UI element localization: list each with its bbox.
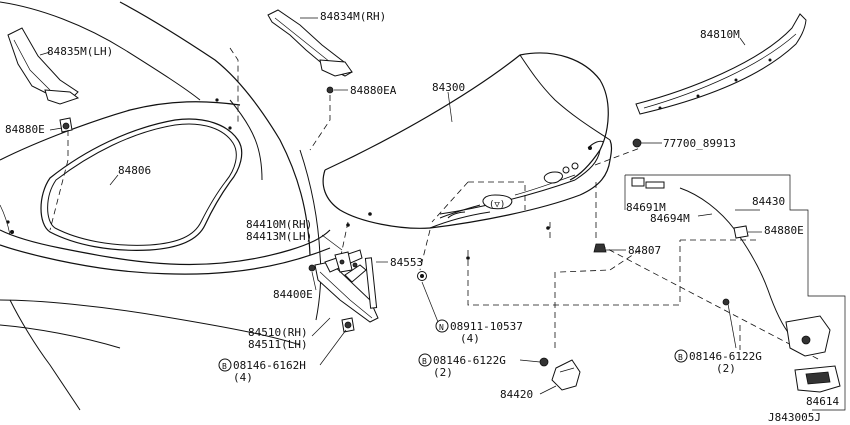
callout-finisher: 84810M — [700, 28, 746, 46]
bumper-and-nut-parts — [417, 243, 607, 281]
svg-text:(4): (4) — [233, 371, 253, 384]
callout-lock-group: 84430 — [752, 195, 785, 208]
trunk-lid-panel: (▽) — [322, 52, 613, 260]
svg-text:(2): (2) — [716, 362, 736, 375]
svg-text:08911-10537: 08911-10537 — [450, 320, 523, 333]
callout-hinge: 84410M(RH) 84413M(LH) — [246, 218, 343, 251]
svg-text:84420: 84420 — [500, 388, 533, 401]
svg-text:84614: 84614 — [806, 395, 839, 408]
callout-lid-panel: 84300 — [432, 81, 465, 123]
trunk-hinge-assembly — [308, 249, 379, 333]
group-bracket-84430 — [624, 174, 846, 411]
striker — [539, 357, 581, 391]
callout-lock: 84614 — [806, 395, 839, 408]
car-body-outline — [0, 1, 331, 411]
svg-text:84880EA: 84880EA — [350, 84, 397, 97]
svg-text:84400E: 84400E — [273, 288, 313, 301]
svg-text:84694M: 84694M — [650, 212, 690, 225]
callout-rod: 84694M — [650, 212, 713, 225]
lock-and-cable — [631, 177, 841, 393]
svg-text:(4): (4) — [460, 332, 480, 345]
svg-text:84810M: 84810M — [700, 28, 740, 41]
svg-text:08146-6162H: 08146-6162H — [233, 359, 306, 372]
svg-text:84410M(RH): 84410M(RH) — [246, 218, 312, 231]
svg-text:84553: 84553 — [390, 256, 423, 269]
svg-text:84880E: 84880E — [764, 224, 804, 237]
svg-text:08146-6122G: 08146-6122G — [689, 350, 762, 363]
svg-text:84510(RH): 84510(RH) — [248, 326, 308, 339]
svg-text:84511(LH): 84511(LH) — [248, 338, 308, 351]
svg-text:84880E: 84880E — [5, 123, 45, 136]
svg-text:84834M(RH): 84834M(RH) — [320, 10, 386, 23]
svg-text:84300: 84300 — [432, 81, 465, 94]
trunk-finisher — [635, 13, 807, 115]
callout-nut: N 08911-10537 (4) — [421, 281, 523, 345]
weatherstrip-rh — [267, 9, 353, 94]
callout-weatherstrip-rh: 84834M(RH) — [300, 10, 386, 23]
callout-hinge-arm: 84510(RH) 84511(LH) — [248, 317, 331, 351]
callout-key-cylinder: 84691M — [626, 201, 666, 214]
svg-text:N: N — [439, 323, 444, 332]
svg-text:(2): (2) — [433, 366, 453, 379]
svg-text:B: B — [422, 357, 427, 366]
svg-text:84691M: 84691M — [626, 201, 666, 214]
callout-bumper-cable: 84880E — [748, 224, 804, 237]
svg-text:77700_89913: 77700_89913 — [663, 137, 736, 150]
weatherstrip-lh — [7, 27, 80, 133]
callout-bolt-striker: B 08146-6122G (2) — [418, 353, 541, 379]
callout-bolt-lock: B 08146-6122G (2) — [674, 303, 762, 375]
callout-weatherstrip-lh: 84835M(LH) — [39, 45, 113, 58]
callout-bumper-stop-lh: 84880E — [5, 123, 63, 136]
callout-bolt-hinge: B 08146-6162H (4) — [218, 329, 347, 384]
svg-text:84807: 84807 — [628, 244, 661, 257]
svg-text:(▽): (▽) — [489, 200, 505, 210]
svg-text:B: B — [678, 353, 683, 362]
callout-seal: 84806 — [109, 164, 151, 186]
callout-stay-spring: 84553 — [376, 256, 423, 269]
svg-text:B: B — [222, 362, 227, 371]
svg-text:08146-6122G: 08146-6122G — [433, 354, 506, 367]
svg-text:84806: 84806 — [118, 164, 151, 177]
callout-hinge-stopper: 84400E — [273, 271, 317, 301]
svg-text:84835M(LH): 84835M(LH) — [47, 45, 113, 58]
diagram-id: J843005J — [768, 411, 821, 424]
callout-bumper-stop-rh: 84880EA — [334, 84, 397, 97]
svg-text:84413M(LH): 84413M(LH) — [246, 230, 312, 243]
callout-bumper-center: 84807 — [606, 244, 661, 257]
emblem-clip — [632, 138, 642, 148]
callout-striker: 84420 — [500, 385, 557, 401]
trunk-seal-84806 — [40, 118, 243, 251]
callout-emblem: 77700_89913 — [641, 137, 736, 150]
svg-text:84430: 84430 — [752, 195, 785, 208]
